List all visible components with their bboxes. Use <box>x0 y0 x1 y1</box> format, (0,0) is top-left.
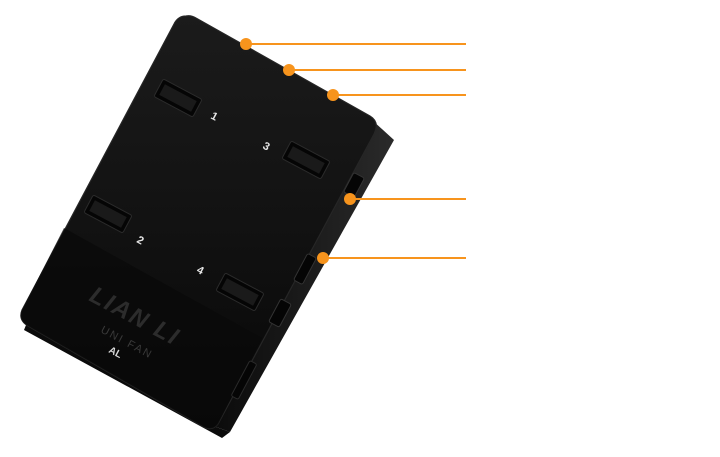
side-connector-middle <box>293 253 317 285</box>
device-lower-band <box>20 228 262 429</box>
side-connector-lower <box>268 298 292 328</box>
callout-dot-2 <box>283 64 295 76</box>
fan-port-3 <box>282 141 330 179</box>
fan-port-2 <box>84 195 132 233</box>
fan-port-4 <box>216 273 264 311</box>
fan-port-1 <box>154 79 202 117</box>
side-slot-bottom <box>231 360 257 400</box>
port-number-1: 1 <box>209 110 220 123</box>
callout-lines <box>240 38 466 264</box>
port-number-4: 4 <box>195 264 207 278</box>
callout-dot-4 <box>344 193 356 205</box>
callout-dot-5 <box>317 252 329 264</box>
callout-dot-1 <box>240 38 252 50</box>
port-number-2: 2 <box>135 234 146 247</box>
callout-dot-3 <box>327 89 339 101</box>
port-number-3: 3 <box>261 140 272 153</box>
